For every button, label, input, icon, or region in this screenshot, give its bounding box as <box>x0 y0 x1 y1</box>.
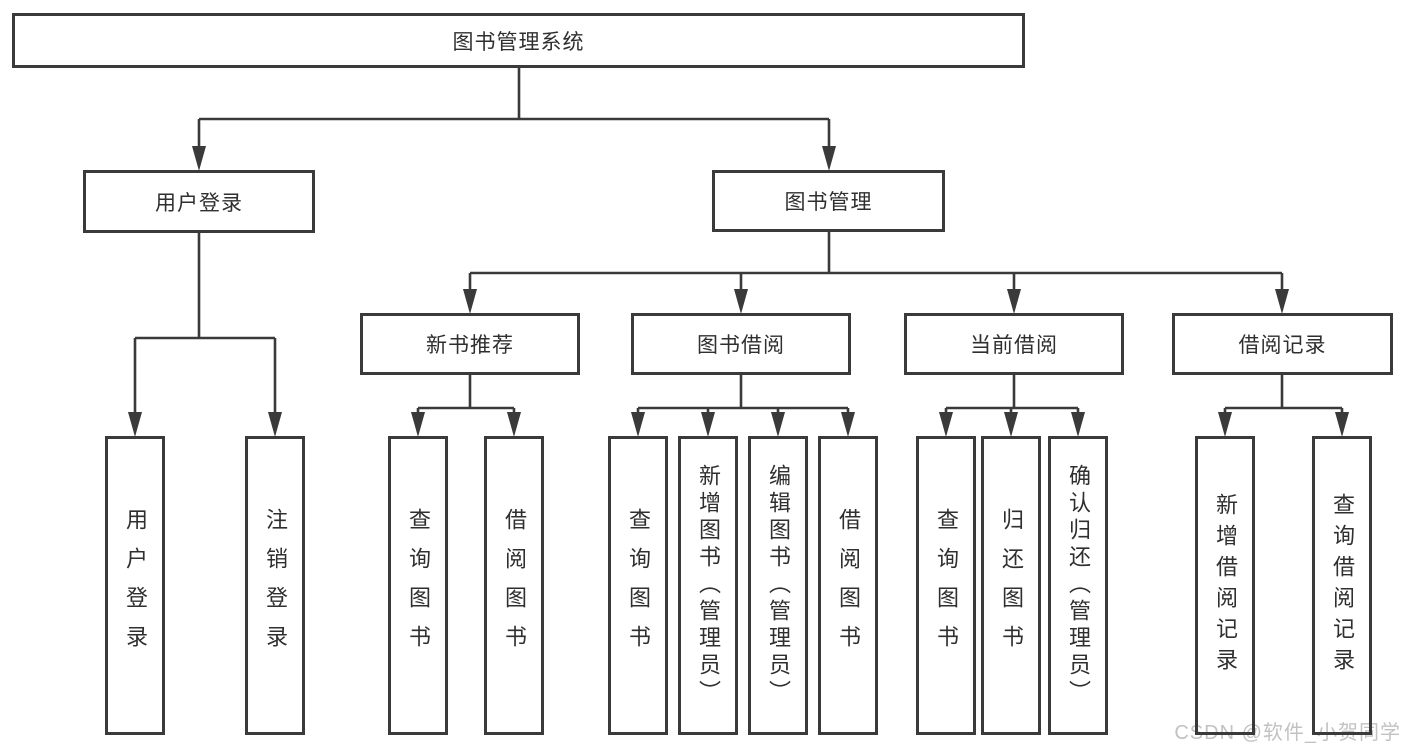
node-label: 借阅记录 <box>1238 334 1327 357</box>
arrowheads <box>128 146 1349 437</box>
node-label: 编辑图书（管理员） <box>766 464 791 707</box>
connector-book-borrow-branch <box>636 374 850 414</box>
node-label: 新增图书（管理员） <box>696 464 721 707</box>
connector-user-login-branch <box>133 232 277 414</box>
node-label: 图书管理 <box>784 191 873 214</box>
node-label: 用户登录 <box>123 507 148 664</box>
node-label: 查询借阅记录 <box>1330 492 1355 679</box>
connector-borrow-records-branch <box>1223 374 1344 414</box>
node-label: 借阅图书 <box>836 507 861 664</box>
node-label: 新增借阅记录 <box>1213 492 1238 679</box>
leaf-logout: 注销登录 <box>245 436 305 735</box>
node-book-borrow: 图书借阅 <box>631 313 851 375</box>
node-user-login: 用户登录 <box>83 170 315 233</box>
connector-book-management-branch <box>468 231 1284 291</box>
leaf-add-books-admin: 新增图书（管理员） <box>678 436 738 735</box>
node-label: 当前借阅 <box>970 334 1058 357</box>
leaf-user-login: 用户登录 <box>105 436 165 735</box>
node-borrow-records: 借阅记录 <box>1172 313 1393 375</box>
connector-root-feed <box>197 67 831 148</box>
node-label: 借阅图书 <box>502 507 527 664</box>
leaf-newbook-query-books: 查询图书 <box>388 436 448 735</box>
leaf-confirm-return-admin: 确认归还（管理员） <box>1048 436 1108 735</box>
node-root-system: 图书管理系统 <box>12 13 1025 68</box>
leaf-newbook-borrow-books: 借阅图书 <box>484 436 544 735</box>
node-book-management: 图书管理 <box>712 170 945 232</box>
node-label: 用户登录 <box>155 191 243 215</box>
leaf-return-books: 归还图书 <box>981 436 1041 735</box>
leaf-add-borrow-record: 新增借阅记录 <box>1195 436 1255 735</box>
leaf-query-borrow-record: 查询借阅记录 <box>1312 436 1372 735</box>
leaf-edit-books-admin: 编辑图书（管理员） <box>748 436 808 735</box>
node-label: 归还图书 <box>999 507 1024 664</box>
node-new-book-recommend: 新书推荐 <box>360 313 580 375</box>
node-label: 图书管理系统 <box>452 30 585 54</box>
connector-new-book-branch <box>416 374 516 414</box>
node-label: 查询图书 <box>934 507 959 664</box>
node-label: 注销登录 <box>263 507 288 664</box>
node-label: 查询图书 <box>406 507 431 664</box>
connector-current-borrow-branch <box>944 374 1080 414</box>
node-current-borrow: 当前借阅 <box>904 313 1124 375</box>
leaf-current-query-books: 查询图书 <box>916 436 976 735</box>
node-label: 图书借阅 <box>697 334 785 357</box>
node-label: 确认归还（管理员） <box>1066 464 1091 707</box>
leaf-borrow-books: 借阅图书 <box>818 436 878 735</box>
leaf-borrow-query-books: 查询图书 <box>608 436 668 735</box>
node-label: 查询图书 <box>626 507 651 664</box>
node-label: 新书推荐 <box>426 334 514 357</box>
